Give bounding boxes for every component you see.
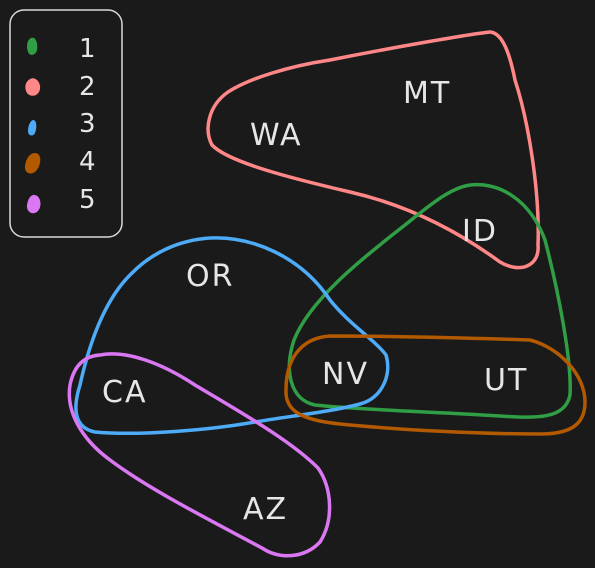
node-mt: MT (403, 76, 451, 111)
legend: 1 2 3 4 5 (9, 9, 123, 238)
node-ca: CA (102, 375, 147, 410)
legend-swatch-4 (24, 152, 41, 174)
legend-item-2: 2 (25, 72, 96, 102)
node-az: AZ (243, 492, 288, 527)
node-nv: NV (322, 357, 369, 392)
node-ut: UT (484, 363, 528, 398)
hyperedges (67, 30, 587, 558)
hyperedge-2-outline (206, 30, 540, 270)
legend-swatch-2 (25, 78, 41, 96)
nodes: WA MT ID OR NV UT CA AZ (102, 76, 528, 527)
node-wa: WA (250, 118, 303, 153)
legend-swatch-5 (26, 194, 41, 214)
node-id: ID (462, 214, 498, 249)
legend-item-3: 3 (28, 109, 96, 139)
legend-label-5: 5 (79, 185, 96, 215)
legend-item-5: 5 (26, 185, 96, 215)
hyperedge-1-outline (287, 182, 572, 419)
legend-swatch-3 (28, 120, 37, 136)
node-or: OR (186, 259, 234, 294)
legend-item-1: 1 (27, 34, 96, 64)
legend-swatch-1 (27, 37, 38, 55)
legend-item-4: 4 (24, 147, 96, 177)
legend-label-2: 2 (79, 72, 96, 102)
legend-label-4: 4 (79, 147, 96, 177)
hyperedge-5-outline (67, 352, 332, 558)
legend-box (9, 9, 123, 238)
hyperedge-4-outline (284, 334, 587, 436)
legend-label-1: 1 (79, 34, 96, 64)
legend-label-3: 3 (79, 109, 96, 139)
